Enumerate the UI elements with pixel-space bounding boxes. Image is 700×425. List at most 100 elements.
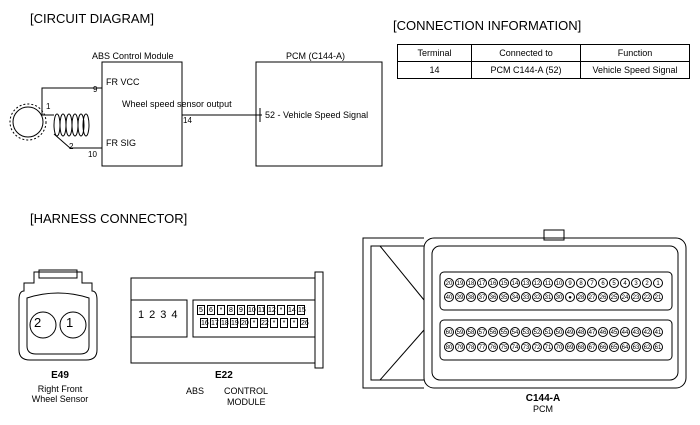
connector-pin: 73 bbox=[521, 342, 531, 352]
connector-pin: 80 bbox=[444, 342, 454, 352]
fr-sig-label: FR SIG bbox=[106, 138, 137, 148]
connector-pin: 11 bbox=[543, 278, 553, 288]
fr-vcc-label: FR VCC bbox=[106, 77, 140, 87]
c144a-caption: C144-A PCM bbox=[503, 393, 583, 414]
wire-fr-sig bbox=[53, 133, 102, 149]
pcm-input-label: 52 - Vehicle Speed Signal bbox=[265, 110, 369, 120]
connector-pin: * bbox=[217, 305, 225, 315]
connector-pin: 3 bbox=[631, 278, 641, 288]
c144a-connector bbox=[362, 229, 687, 389]
e49-desc-2: Wheel Sensor bbox=[31, 394, 89, 404]
e49-pin: 2 bbox=[34, 315, 42, 330]
connector-pin: 25 bbox=[609, 292, 619, 302]
pin-14-label: 14 bbox=[183, 116, 192, 125]
connector-pin: 14 bbox=[510, 278, 520, 288]
e22-pin: 3 bbox=[160, 309, 172, 321]
connector-pin: 12 bbox=[267, 305, 276, 315]
connector-pin: 53 bbox=[521, 327, 531, 337]
connector-pin: 46 bbox=[598, 327, 608, 337]
wire-fr-vcc bbox=[41, 87, 102, 116]
connector-pin: 49 bbox=[565, 327, 575, 337]
connector-pin: 55 bbox=[499, 327, 509, 337]
sensor-pin-2-label: 2 bbox=[69, 142, 74, 151]
e22-pin: 2 bbox=[149, 309, 161, 321]
connector-pin: 26 bbox=[300, 318, 309, 328]
connector-pin: 47 bbox=[587, 327, 597, 337]
connector-pin: 39 bbox=[455, 292, 465, 302]
connector-pin: * bbox=[250, 318, 258, 328]
connector-pin: 38 bbox=[466, 292, 476, 302]
connector-pin: 13 bbox=[521, 278, 531, 288]
connector-pin: 32 bbox=[532, 292, 542, 302]
connector-pin: 6 bbox=[598, 278, 608, 288]
e22-desc-control: CONTROL bbox=[224, 386, 269, 396]
connector-pin: 45 bbox=[609, 327, 619, 337]
connector-pin: 43 bbox=[631, 327, 641, 337]
connector-pin: 75 bbox=[499, 342, 509, 352]
connector-pin: 34 bbox=[510, 292, 520, 302]
connector-pin: 60 bbox=[444, 327, 454, 337]
connector-pin: 16 bbox=[200, 318, 209, 328]
connector-pin: 6 bbox=[207, 305, 215, 315]
connector-pin: 65 bbox=[609, 342, 619, 352]
connector-pin: 58 bbox=[466, 327, 476, 337]
connector-pin: * bbox=[280, 318, 288, 328]
connector-pin: 2 bbox=[642, 278, 652, 288]
connection-info-table: Terminal Connected to Function 14 PCM C1… bbox=[397, 44, 690, 79]
connector-pin: 68 bbox=[576, 342, 586, 352]
connector-pin: 15 bbox=[297, 305, 306, 315]
connector-pin: 12 bbox=[532, 278, 542, 288]
connector-pin: 61 bbox=[653, 342, 663, 352]
abs-module-title: ABS Control Module bbox=[92, 51, 174, 61]
connector-pin: 26 bbox=[598, 292, 608, 302]
connector-pin: 79 bbox=[455, 342, 465, 352]
pcm-module-box bbox=[255, 61, 383, 167]
e49-pin: 1 bbox=[66, 315, 74, 330]
table-header-row: Terminal Connected to Function bbox=[397, 44, 690, 62]
connector-pin: 10 bbox=[247, 305, 256, 315]
connector-pin: 63 bbox=[631, 342, 641, 352]
connector-pin: 20 bbox=[240, 318, 249, 328]
connector-pin: 72 bbox=[532, 342, 542, 352]
abs-module-box bbox=[101, 61, 183, 167]
connector-pin: 56 bbox=[488, 327, 498, 337]
e22-desc-abs: ABS bbox=[186, 386, 205, 396]
connector-pin: 1 bbox=[653, 278, 663, 288]
connector-pin: 8 bbox=[576, 278, 586, 288]
pin-9-label: 9 bbox=[93, 85, 98, 94]
connector-pin: 54 bbox=[510, 327, 520, 337]
e22-id: E22 bbox=[215, 370, 233, 381]
e22-desc-module: MODULE bbox=[227, 397, 266, 407]
table-row: 14 PCM C144-A (52) Vehicle Speed Signal bbox=[397, 61, 690, 79]
e49-desc-1: Right Front bbox=[37, 384, 83, 394]
connector-pin: ● bbox=[565, 292, 575, 302]
connector-pin: 77 bbox=[477, 342, 487, 352]
connector-pin: 18 bbox=[466, 278, 476, 288]
connector-pin: 44 bbox=[620, 327, 630, 337]
connector-pin: 23 bbox=[631, 292, 641, 302]
connector-pin: * bbox=[290, 318, 298, 328]
connector-pin: 22 bbox=[260, 318, 269, 328]
connector-pin: 67 bbox=[587, 342, 597, 352]
connector-pin: 62 bbox=[642, 342, 652, 352]
connector-pin: 59 bbox=[455, 327, 465, 337]
e49-id: E49 bbox=[51, 370, 69, 381]
connector-pin: 8 bbox=[227, 305, 235, 315]
connector-pin: 17 bbox=[210, 318, 219, 328]
connector-pin: 19 bbox=[455, 278, 465, 288]
connector-pin: * bbox=[270, 318, 278, 328]
connector-pin: 21 bbox=[653, 292, 663, 302]
connector-pin: 31 bbox=[543, 292, 553, 302]
connector-pin: 11 bbox=[257, 305, 266, 315]
tone-ring-icon bbox=[9, 103, 47, 141]
connector-pin: 66 bbox=[598, 342, 608, 352]
connector-pin: 71 bbox=[543, 342, 553, 352]
cell-function: Vehicle Speed Signal bbox=[580, 61, 690, 79]
connector-pin: 16 bbox=[488, 278, 498, 288]
